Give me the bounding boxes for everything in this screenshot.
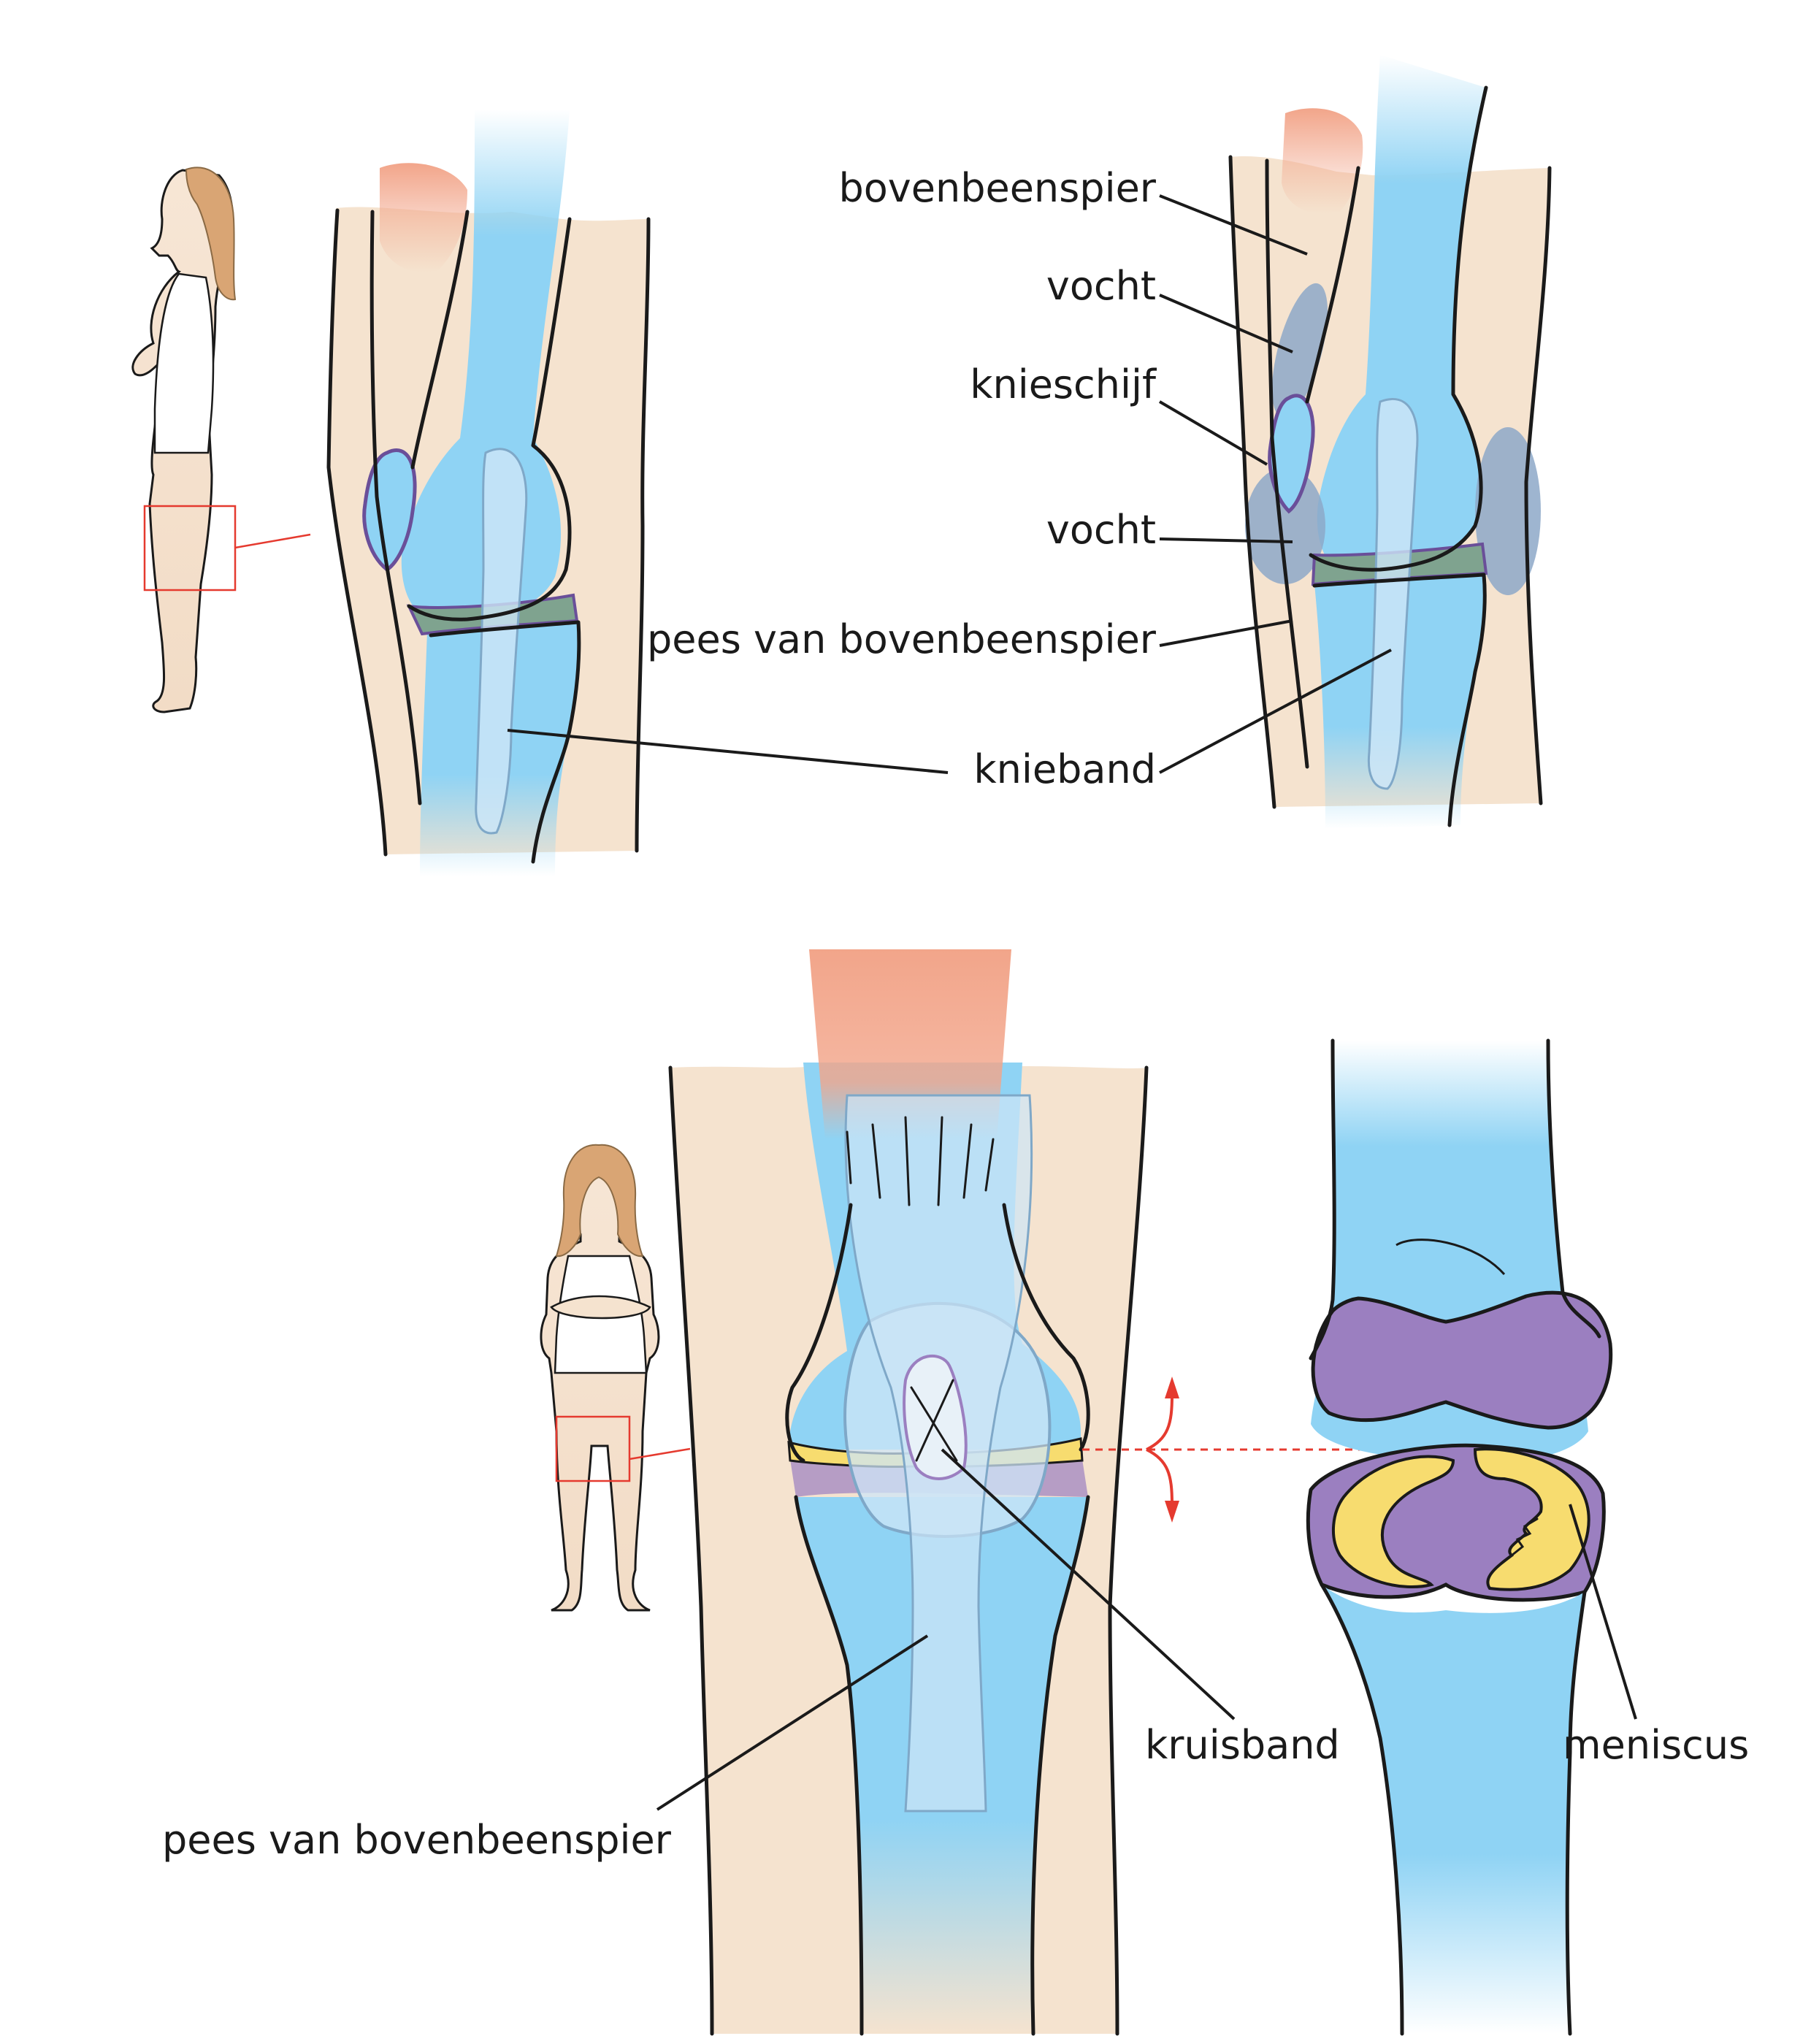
thigh-muscle [380, 163, 467, 272]
movement-arrows [1082, 1377, 1366, 1523]
fluid-lower-front [1245, 467, 1325, 584]
knee-side-view-injured [1228, 55, 1552, 829]
leader-kruisband [941, 1448, 1236, 1720]
front-view-figure [540, 1144, 691, 1612]
fluid-upper [1271, 283, 1328, 418]
patellar-tendon-injured [1367, 398, 1419, 790]
leader-pees-top [1159, 619, 1293, 647]
front-figure-arms [550, 1295, 651, 1320]
femur-injured [1317, 55, 1486, 571]
bottom-labels: pees van bovenbeenspier kruisband menisc… [162, 1448, 1749, 1863]
side-view-figure [131, 166, 311, 713]
leader-knieband-left [507, 729, 949, 774]
leader-vocht-top [1159, 294, 1293, 353]
meniscus-tear [1510, 1517, 1539, 1557]
fluid-back [1475, 427, 1541, 595]
label-kruisband: kruisband [1145, 1722, 1340, 1768]
leader-pees-bottom [656, 1634, 929, 1811]
arrow-down-curve [1146, 1448, 1173, 1505]
thigh-muscle-injured [1282, 108, 1363, 214]
femur-condyles [1311, 1290, 1613, 1430]
leader-meniscus [1569, 1504, 1637, 1720]
side-figure-swimsuit [153, 272, 215, 454]
leader-knieschijf [1158, 400, 1268, 466]
front-figure-knee-marker [555, 1415, 631, 1482]
side-figure-knee-marker [143, 505, 237, 592]
side-figure-hair [185, 166, 237, 301]
femur-detail-line [1395, 1239, 1506, 1275]
label-pees-top: pees van bovenbeenspier [647, 616, 1157, 662]
label-vocht-top: vocht [1046, 263, 1156, 309]
tendon-fibers [846, 1116, 995, 1206]
label-vocht-bottom: vocht [1046, 507, 1156, 553]
label-bovenbeenspier: bovenbeenspier [838, 165, 1156, 211]
label-knieband: knieband [973, 746, 1156, 792]
label-knieschijf: knieschijf [970, 361, 1157, 407]
meniscus-detail [1306, 1038, 1613, 2036]
label-pees-bottom: pees van bovenbeenspier [162, 1817, 672, 1863]
knee-front-view [668, 949, 1149, 2036]
leader-knieband-right [1159, 648, 1392, 774]
femur [401, 110, 570, 618]
patellar-tendon [475, 448, 528, 835]
arrow-up-head [1165, 1377, 1179, 1398]
leader-vocht-bottom [1159, 537, 1293, 543]
front-figure-hair [555, 1144, 644, 1258]
tibia-detail [1322, 1585, 1585, 2034]
quadriceps-front [809, 949, 1011, 1139]
meniscus-left [1331, 1455, 1455, 1588]
knee-side-view-healthy [326, 110, 651, 876]
label-meniscus: meniscus [1563, 1722, 1749, 1768]
leader-bovenbeenspier [1159, 194, 1308, 256]
arrow-down-head [1165, 1501, 1179, 1523]
side-figure-marker-line [234, 533, 311, 549]
arrow-up-curve [1146, 1394, 1173, 1451]
front-figure-marker-line [629, 1447, 691, 1461]
cruciate-ligament-cross [910, 1379, 958, 1462]
front-figure-body [540, 1147, 660, 1612]
meniscus-right [1473, 1447, 1590, 1591]
top-labels: bovenbeenspier vocht knieschijf vocht pe… [507, 165, 1392, 792]
